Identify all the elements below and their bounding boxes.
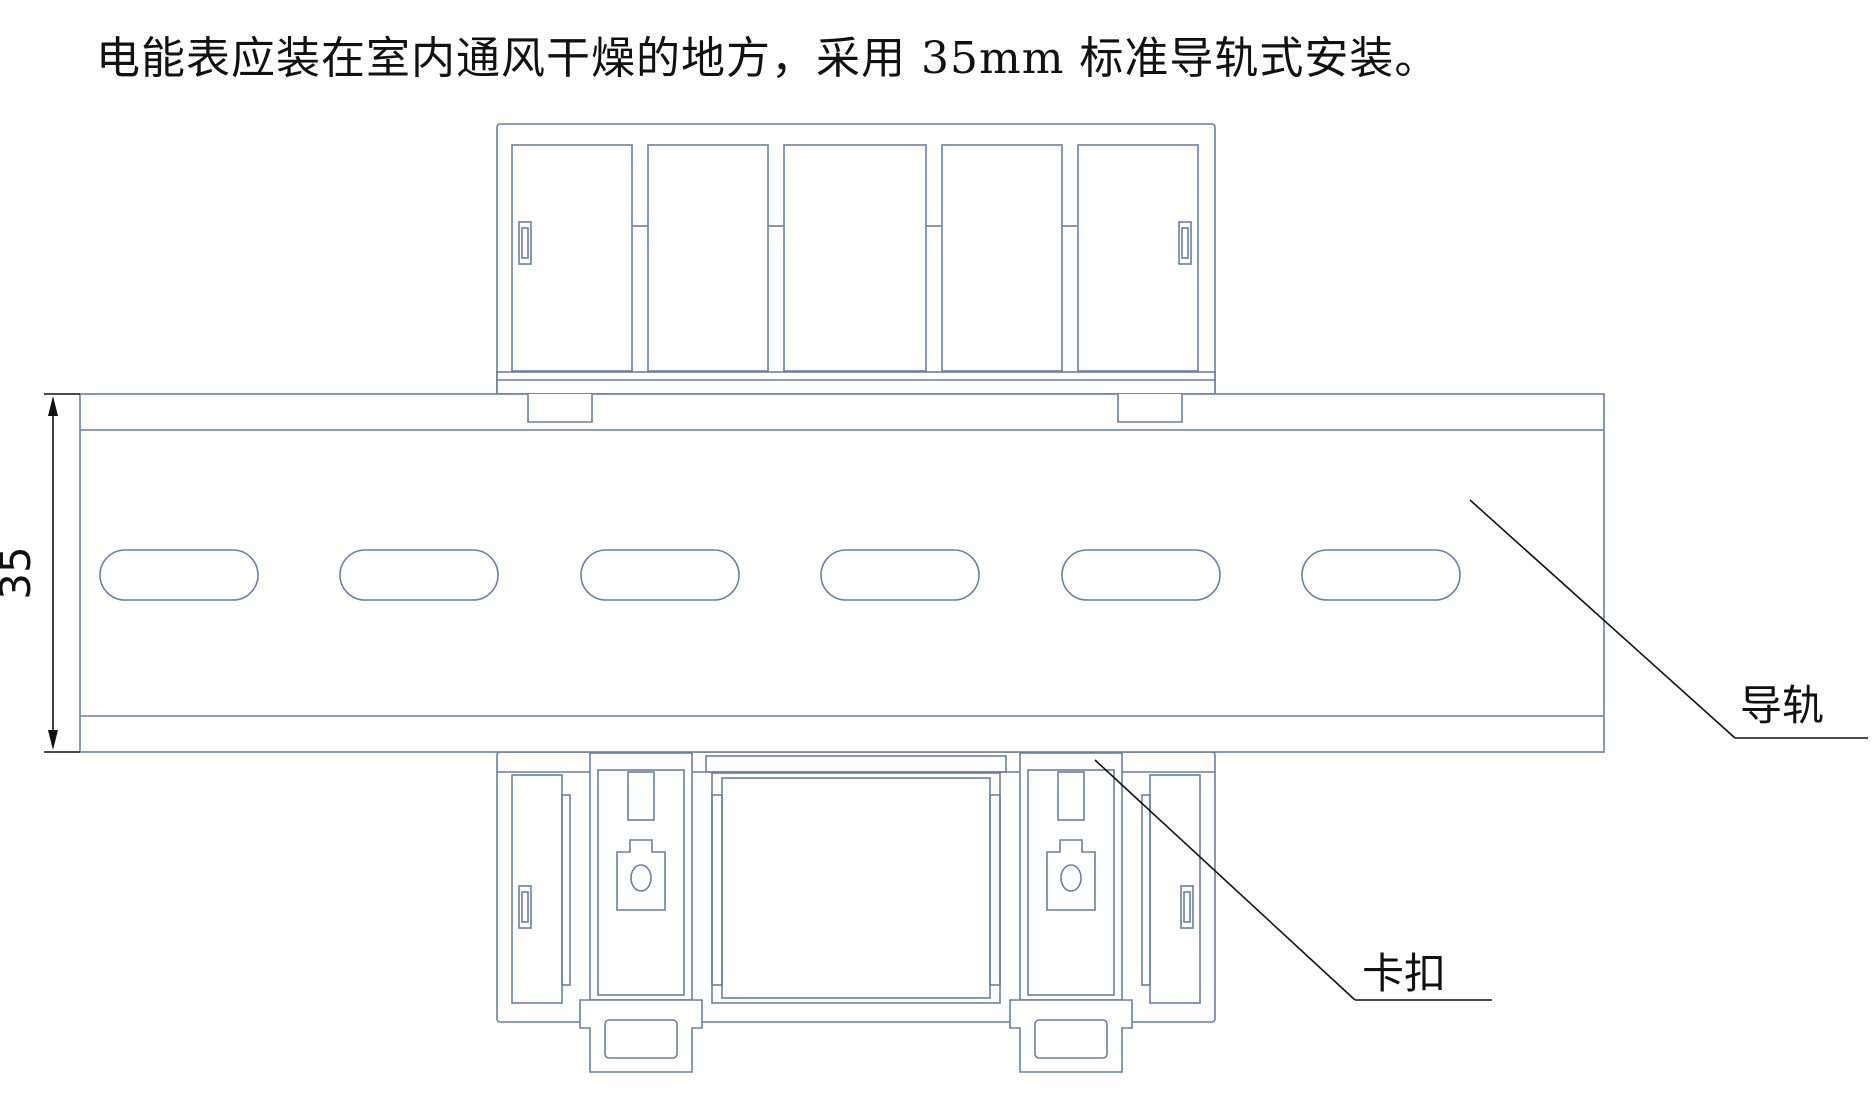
dimension-label: 35 (0, 546, 40, 599)
top-module-feet (527, 394, 1183, 423)
rail-slot-2 (339, 549, 499, 601)
rail-slot-1 (99, 549, 259, 601)
callout-clip-label: 卡扣 (1362, 949, 1446, 998)
callout-rail: 导轨 (1469, 499, 1868, 739)
rail-slot-3 (580, 549, 740, 601)
arrow-up-icon (48, 396, 58, 416)
callout-rail-label: 导轨 (1740, 681, 1824, 730)
latch-slot-right (1178, 221, 1192, 265)
rail-slot-4 (820, 549, 980, 601)
instruction-text: 电能表应装在室内通风干燥的地方，采用 35mm 标准导轨式安装。 (96, 33, 1440, 84)
latch-slot-left (518, 221, 532, 265)
din-rail (79, 393, 1605, 753)
meter-top-section (496, 123, 1216, 395)
clip-left (579, 734, 703, 1073)
dimension-35: 35 (0, 393, 80, 753)
clip-right (1009, 734, 1133, 1073)
rail-slot-6 (1301, 549, 1461, 601)
rail-slot-5 (1061, 549, 1221, 601)
latch-slot-left-bottom (518, 885, 532, 929)
arrow-down-icon (48, 730, 58, 750)
callout-clip: 卡扣 (1094, 759, 1492, 1001)
latch-slot-right-bottom (1180, 885, 1194, 929)
